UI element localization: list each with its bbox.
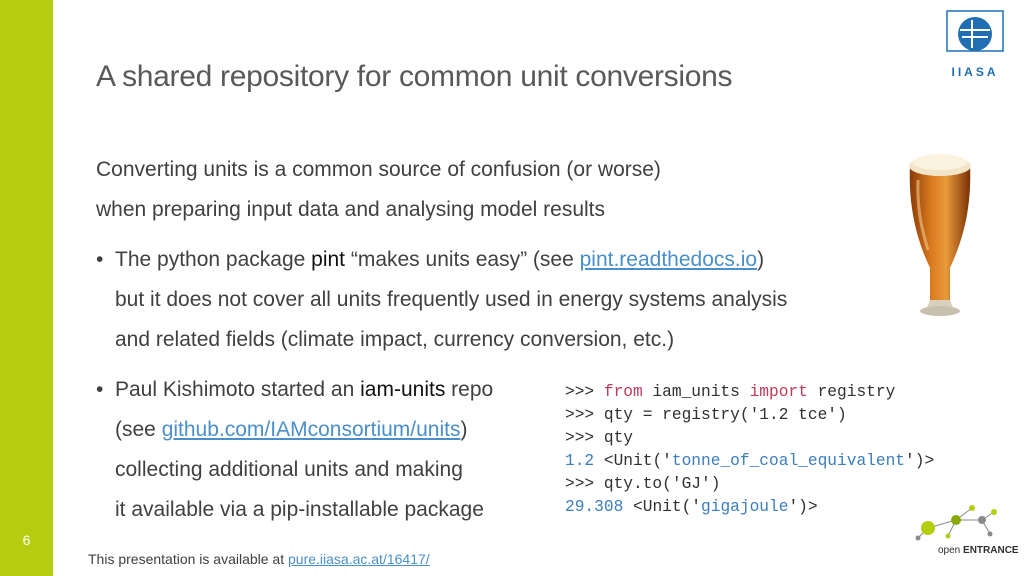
bullet-line-3: collecting additional units and making [115,458,463,481]
intro-line-2: when preparing input data and analysing … [96,198,605,221]
code-line: 29.308 <Unit('gigajoule')> [565,498,818,516]
bullet-text: Paul Kishimoto started an [115,378,361,401]
code-line: 1.2 <Unit('tonne_of_coal_equivalent')> [565,452,935,470]
bullet-dot: • [96,378,104,401]
bullet-line-3: and related fields (climate impact, curr… [115,328,675,351]
package-name: pint [311,248,345,271]
code-line: >>> qty = registry('1.2 tce') [565,406,847,424]
bullet-dot: • [96,248,104,271]
slide-title: A shared repository for common unit conv… [96,60,733,93]
footer-text: This presentation is available at [88,551,288,567]
open-entrance-logo-text: open ENTRANCE [938,545,1019,556]
github-units-link[interactable]: github.com/IAMconsortium/units [161,418,461,441]
open-entrance-logo [915,505,997,541]
logo-text: IIASA [951,65,998,79]
bullet-line-4: it available via a pip-installable packa… [115,498,484,521]
code-line: >>> qty [565,429,634,447]
footer: This presentation is available at pure.i… [88,551,430,567]
bullet-text: (see [115,418,162,441]
bullet-text: ) [757,248,765,271]
code-line: >>> from iam_units import registry [565,383,896,401]
iiasa-logo: IIASA [946,10,1004,79]
intro-text: Converting units is a common source of c… [96,150,661,230]
code-line: >>> qty.to('GJ') [565,475,721,493]
repo-name: iam-units [360,378,446,401]
python-code-sample: >>> from iam_units import registry >>> qt… [565,381,934,519]
slide-number: 6 [22,532,31,548]
bullet-text: “makes units easy” (see [345,248,580,271]
slide-sidebar: 6 [0,0,53,576]
bullet-line-2: but it does not cover all units frequent… [115,288,788,311]
bullet-text: ) [460,418,468,441]
bullet-text: repo [445,378,494,401]
footer-link[interactable]: pure.iiasa.ac.at/16417/ [288,551,430,567]
pint-docs-link[interactable]: pint.readthedocs.io [579,248,758,271]
beer-glass-image [909,154,971,316]
bullet-text: The python package [115,248,312,271]
intro-line-1: Converting units is a common source of c… [96,158,661,181]
